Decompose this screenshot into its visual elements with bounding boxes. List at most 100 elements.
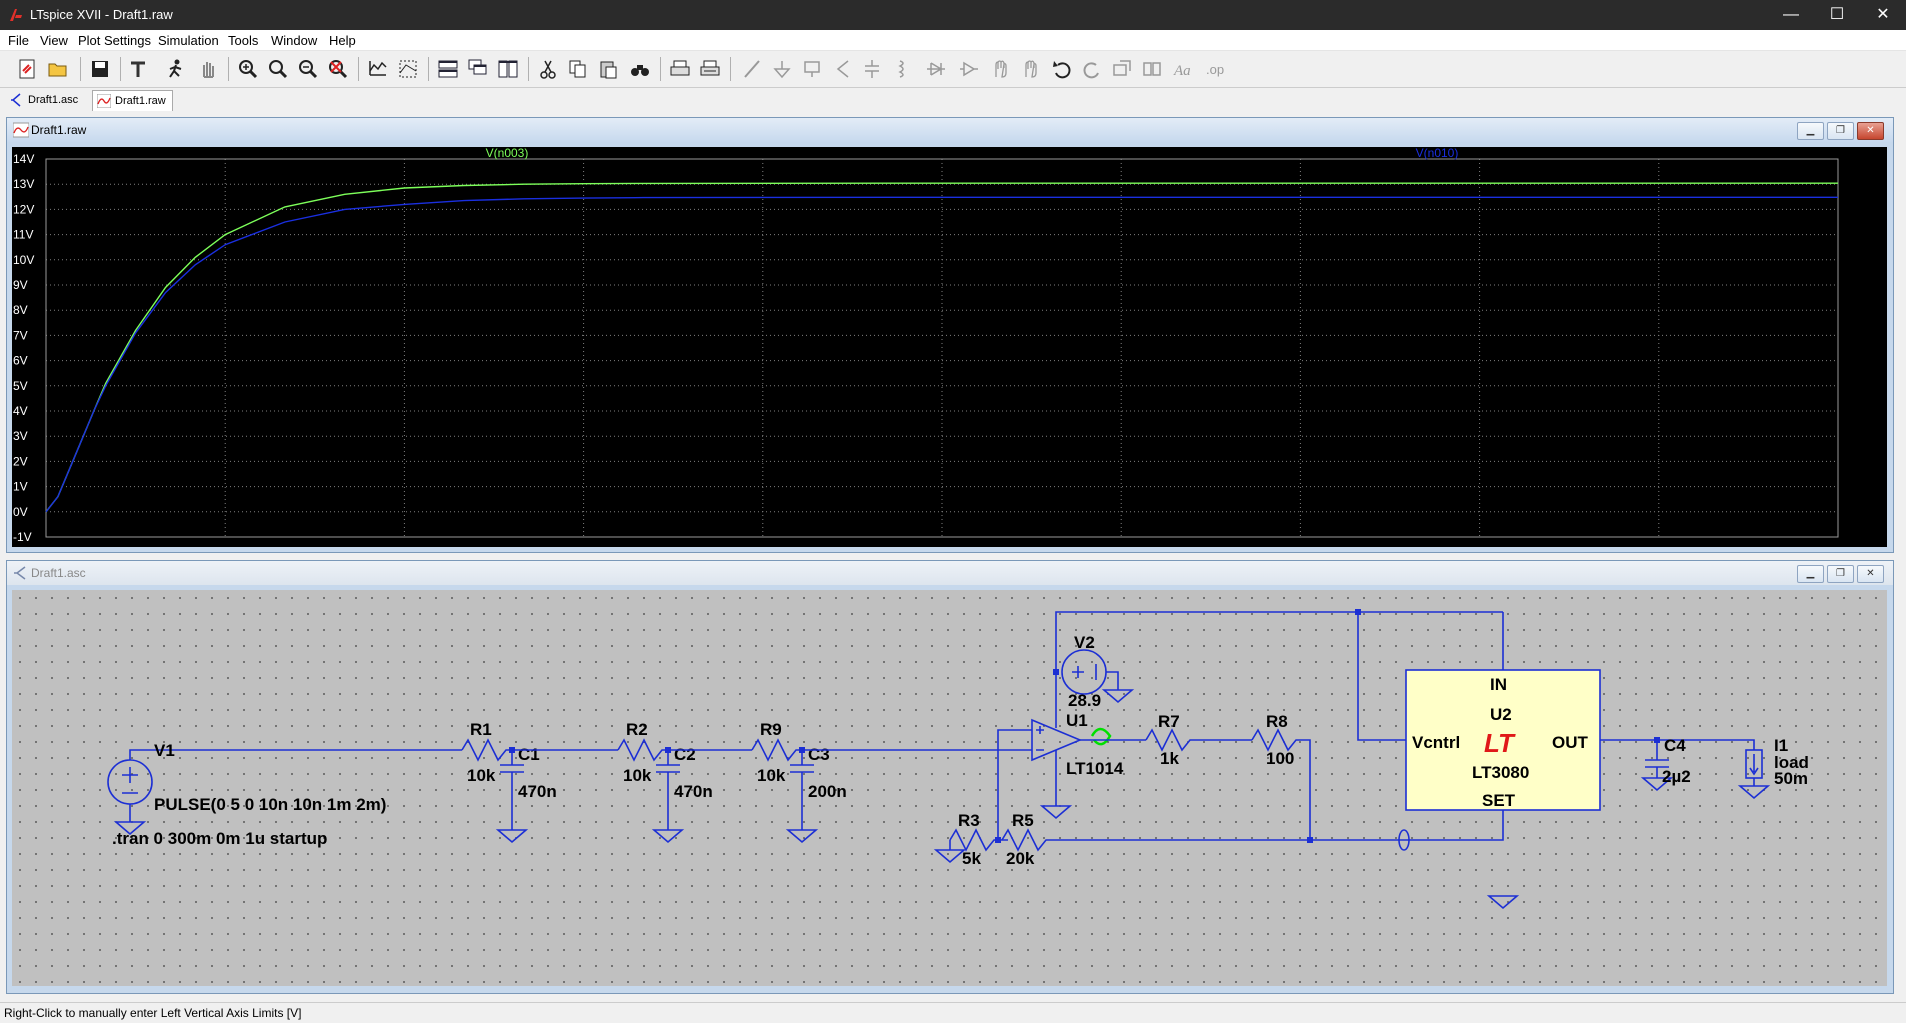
text-icon[interactable]: Aa (1172, 57, 1196, 81)
c1-label: C1 (518, 745, 540, 764)
zoom-in-icon[interactable] (236, 57, 260, 81)
find-icon[interactable] (628, 57, 652, 81)
trace-legend-label[interactable]: V(n010) (1416, 146, 1459, 160)
label-net-icon[interactable] (800, 57, 824, 81)
schematic-window: Draft1.asc ▁ ❐ ✕ V1 PULSE(0 5 0 10n 10n … (6, 560, 1894, 994)
print-setup-icon[interactable] (698, 57, 722, 81)
r5-label: R5 (1012, 811, 1034, 830)
paste-icon[interactable] (596, 57, 620, 81)
y-tick-label: 11V (13, 228, 33, 242)
y-tick-label: 8V (13, 303, 28, 317)
menu-plot-settings[interactable]: Plot Settings (78, 33, 151, 48)
autorange-icon[interactable] (366, 57, 390, 81)
menu-help[interactable]: Help (329, 33, 356, 48)
r5-value: 20k (1006, 849, 1035, 868)
redo-icon[interactable] (1080, 57, 1104, 81)
menu-simulation[interactable]: Simulation (158, 33, 219, 48)
waveform-window-caption: Draft1.raw ▁ ❐ ✕ (7, 118, 1893, 142)
trace-legend-label[interactable]: V(n003) (486, 146, 529, 160)
window-close-button[interactable]: ✕ (1857, 565, 1884, 583)
diode-icon[interactable] (924, 57, 948, 81)
schematic-window-caption: Draft1.asc ▁ ❐ ✕ (7, 561, 1893, 585)
move-icon[interactable] (988, 57, 1012, 81)
i1-current-source[interactable] (1737, 749, 1771, 800)
tile-horizontal-icon[interactable] (436, 57, 460, 81)
v1-voltage-source[interactable] (107, 749, 462, 836)
c2-label: C2 (674, 745, 696, 764)
minimize-button[interactable]: — (1783, 6, 1799, 23)
v2-voltage-source[interactable] (1053, 611, 1503, 704)
r1-resistor[interactable] (461, 738, 512, 762)
v2-label: V2 (1074, 633, 1095, 652)
menu-tools[interactable]: Tools (228, 33, 259, 48)
maximize-button[interactable]: ☐ (1829, 6, 1845, 23)
close-button[interactable]: ✕ (1876, 6, 1890, 23)
tran-directive[interactable]: .tran 0 300m 0m 1u startup (112, 829, 327, 848)
schematic-drawing[interactable]: V1 PULSE(0 5 0 10n 10n 1m 2m) .tran 0 30… (12, 590, 1887, 986)
waveform-plot-area[interactable]: 0ms30ms60ms90ms120ms150ms180ms210ms240ms… (12, 146, 1887, 562)
waveform-chart[interactable]: 0ms30ms60ms90ms120ms150ms180ms210ms240ms… (12, 146, 1887, 562)
ground-icon[interactable] (770, 57, 794, 81)
waveform-icon (13, 122, 29, 138)
menu-view[interactable]: View (40, 33, 68, 48)
u1-value: LT1014 (1066, 759, 1124, 778)
window-restore-button[interactable]: ❐ (1827, 565, 1854, 583)
zoom-out-icon[interactable] (296, 57, 320, 81)
plot-frame (45, 158, 1839, 538)
capacitor-icon[interactable] (860, 57, 884, 81)
ltspice-logo-icon (10, 9, 22, 21)
schematic-canvas[interactable]: V1 PULSE(0 5 0 10n 10n 1m 2m) .tran 0 30… (12, 590, 1887, 986)
r7-resistor[interactable] (1145, 728, 1252, 752)
r9-resistor[interactable] (751, 738, 802, 762)
undo-icon[interactable] (1050, 57, 1074, 81)
r3-resistor[interactable] (933, 828, 1008, 864)
window-minimize-button[interactable]: ▁ (1797, 565, 1824, 583)
r5-resistor[interactable] (995, 828, 1313, 852)
print-icon[interactable] (668, 57, 692, 81)
component-icon[interactable] (956, 57, 980, 81)
c2-value: 470n (674, 782, 713, 801)
spice-directive-icon[interactable]: .op (1204, 57, 1228, 81)
cascade-icon[interactable] (466, 57, 490, 81)
rotate-icon[interactable] (1110, 57, 1134, 81)
control-panel-icon[interactable] (126, 57, 150, 81)
window-minimize-button[interactable]: ▁ (1797, 122, 1824, 140)
menu-file[interactable]: File (8, 33, 29, 48)
window-restore-button[interactable]: ❐ (1827, 122, 1854, 140)
inductor-icon[interactable] (890, 57, 914, 81)
mark-data-icon[interactable] (396, 57, 420, 81)
r2-resistor[interactable] (617, 738, 668, 762)
menu-window[interactable]: Window (271, 33, 318, 48)
u2-pin-in: IN (1490, 675, 1507, 694)
window-close-button[interactable]: ✕ (1857, 122, 1884, 140)
u1-opamp[interactable] (997, 672, 1083, 838)
waveform-icon (97, 94, 111, 108)
resistor-icon[interactable] (830, 57, 854, 81)
r8-resistor[interactable] (1251, 728, 1311, 840)
zoom-fit-icon[interactable] (326, 57, 350, 81)
copy-icon[interactable] (566, 57, 590, 81)
y-tick-label: 13V (13, 177, 34, 191)
new-schematic-icon[interactable] (16, 57, 40, 81)
c4-capacitor[interactable] (1640, 737, 1674, 792)
current-probe-marker (1398, 829, 1410, 851)
save-icon[interactable] (88, 57, 112, 81)
u2-pin-set: SET (1482, 791, 1516, 810)
cut-icon[interactable] (536, 57, 560, 81)
svg-text:.op: .op (1206, 62, 1224, 77)
tile-vertical-icon[interactable] (496, 57, 520, 81)
run-icon[interactable] (164, 57, 188, 81)
tab-draft1-raw[interactable]: Draft1.raw (92, 90, 173, 111)
wire-icon[interactable] (740, 57, 764, 81)
u2-lt3080[interactable] (1405, 669, 1601, 811)
y-tick-label: 0V (13, 505, 28, 519)
zoom-pan-icon[interactable] (266, 57, 290, 81)
mirror-icon[interactable] (1140, 57, 1164, 81)
halt-icon[interactable] (196, 57, 220, 81)
waveform-window: Draft1.raw ▁ ❐ ✕ 0ms30ms60ms90ms120ms150… (6, 117, 1894, 562)
r3-value: 5k (962, 849, 981, 868)
drag-icon[interactable] (1018, 57, 1042, 81)
y-tick-label: -1V (13, 530, 32, 544)
open-icon[interactable] (46, 57, 70, 81)
tab-draft1-asc[interactable]: Draft1.asc (6, 90, 84, 110)
